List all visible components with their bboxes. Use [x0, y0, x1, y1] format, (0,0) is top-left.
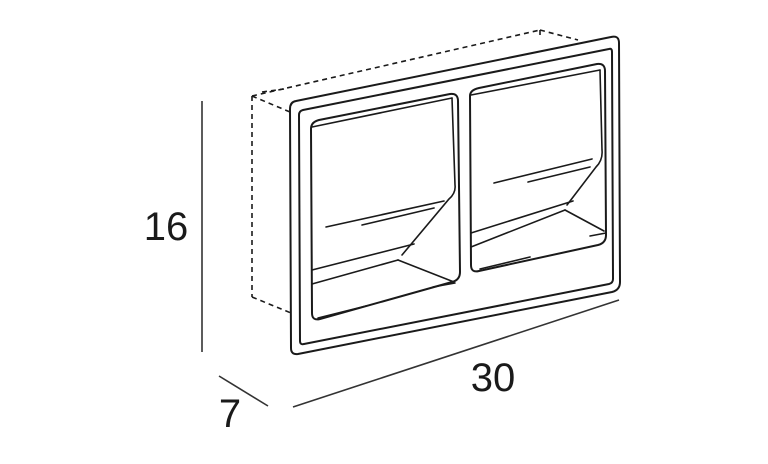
width-dimension-label: 30: [470, 356, 516, 400]
left-compartment: [310, 92, 461, 321]
outer-frame: [289, 35, 621, 356]
recessed-box-outline: [251, 29, 579, 314]
dimension-lines: [201, 101, 620, 408]
height-dimension-label: 16: [143, 205, 189, 249]
width-dimension-line: [292, 299, 620, 408]
right-compartment: [469, 62, 607, 273]
depth-dimension-line: [218, 375, 269, 407]
depth-dimension-label: 7: [218, 392, 242, 436]
